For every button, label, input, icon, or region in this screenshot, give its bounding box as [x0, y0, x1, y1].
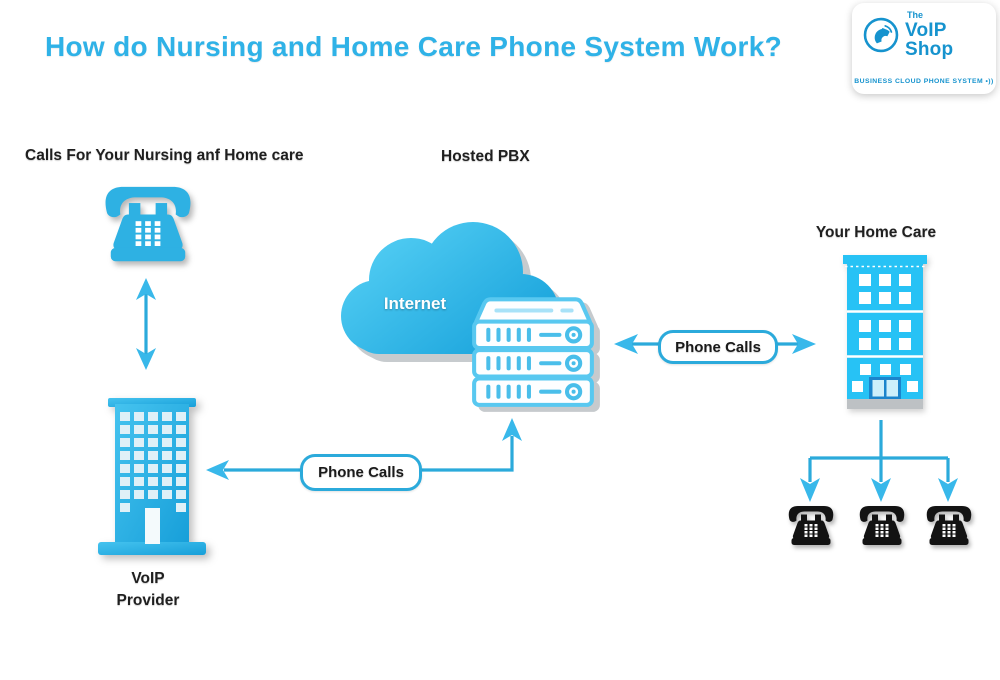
nursing-phone-icon [105, 186, 191, 262]
internet-label: Internet [383, 294, 447, 313]
home-care-building-icon [843, 255, 927, 409]
hosted-pbx-label: Hosted PBX [441, 148, 530, 165]
voip-provider-label: VoIP Provider [116, 570, 180, 610]
home-phone-icon-2 [859, 506, 905, 545]
phone-provider-double-arrow [136, 278, 156, 370]
your-home-care-label: Your Home Care [815, 224, 937, 241]
logo-wordmark: The VoIP Shop [905, 10, 954, 60]
voip-provider-building-icon [98, 398, 206, 555]
homecare-to-phones-connector [800, 420, 958, 502]
logo-tagline: BUSINESS CLOUD PHONE SYSTEM •)) [854, 78, 994, 85]
sound-wave-icon: •)) [985, 78, 994, 85]
page-title: How do Nursing and Home Care Phone Syste… [45, 31, 783, 62]
logo-word-shop: Shop [905, 39, 954, 60]
calls-label: Calls For Your Nursing anf Home care [25, 147, 304, 164]
logo-word-the: The [907, 10, 924, 20]
home-phone-icon-1 [788, 506, 834, 545]
logo-row: The VoIP Shop [862, 11, 953, 59]
logo-word-voip: VoIP [905, 20, 947, 41]
phone-calls-badge-right: Phone Calls [658, 330, 778, 364]
home-phone-icon-3 [926, 506, 972, 545]
voip-shop-logo: The VoIP Shop BUSINESS CLOUD PHONE SYSTE… [852, 3, 996, 94]
phone-calls-badge-left: Phone Calls [300, 454, 422, 491]
pbx-server-icon [472, 297, 594, 407]
voip-shop-phone-icon [863, 17, 899, 53]
